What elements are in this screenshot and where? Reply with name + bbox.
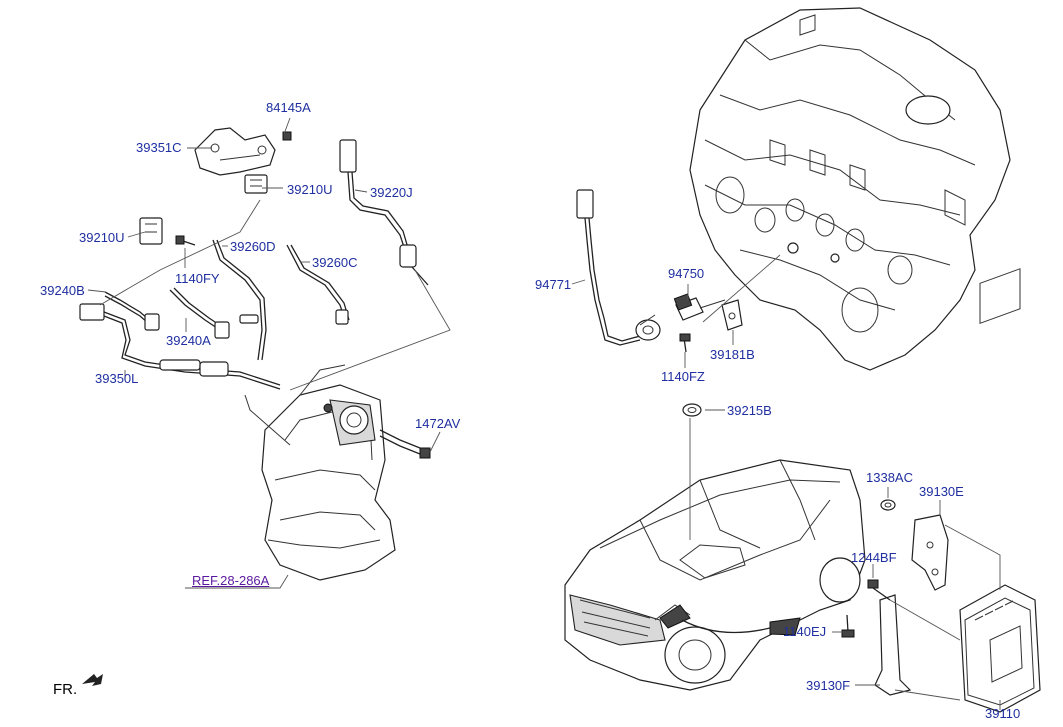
label-1472AV[interactable]: 1472AV — [415, 416, 461, 431]
label-39210U-left[interactable]: 39210U — [79, 230, 125, 245]
label-1140EJ[interactable]: 1140EJ — [783, 624, 827, 639]
label-1140FY[interactable]: 1140FY — [175, 271, 220, 286]
label-39260D[interactable]: 39260D — [230, 239, 276, 254]
label-39220J[interactable]: 39220J — [370, 185, 413, 200]
label-39240B[interactable]: 39240B — [40, 283, 85, 298]
harness-39240A — [169, 287, 230, 339]
label-39130E[interactable]: 39130E — [919, 484, 964, 499]
connector-39210U-left — [139, 217, 163, 245]
ecu-bracket-39130E — [911, 514, 949, 591]
oil-pressure-switch — [673, 293, 726, 321]
label-1244BF[interactable]: 1244BF — [851, 550, 897, 565]
label-39351C[interactable]: 39351C — [136, 140, 182, 155]
label-39215B[interactable]: 39215B — [727, 403, 772, 418]
harness-39240B — [104, 291, 160, 331]
label-39240A[interactable]: 39240A — [166, 333, 211, 348]
label-ref-28-286A[interactable]: REF.28-286A — [192, 573, 270, 588]
connector-39210U-top — [244, 174, 268, 194]
label-1338AC[interactable]: 1338AC — [866, 470, 913, 485]
ecu-unit — [959, 268, 1041, 713]
ecu-bracket-39130F — [874, 594, 912, 696]
front-direction-arrow-icon — [82, 674, 103, 686]
knock-sensor-harness — [576, 189, 661, 346]
oxygen-sensor-bracket-39351C — [194, 127, 276, 176]
harness-39260C — [286, 244, 350, 325]
sensor-39220J — [339, 139, 429, 286]
label-39130F[interactable]: 39130F — [806, 678, 851, 693]
knock-bracket-39181B — [721, 299, 743, 331]
label-39210U-top[interactable]: 39210U — [287, 182, 333, 197]
exhaust-pipe-1472AV — [379, 429, 431, 459]
label-39181B[interactable]: 39181B — [710, 347, 755, 362]
bolt-1244BF — [867, 579, 891, 601]
engine-block — [689, 7, 1011, 371]
bolt-1140FY — [175, 235, 196, 246]
bolt-84145A — [282, 131, 292, 141]
sensor-39350L — [79, 303, 281, 390]
label-39350L[interactable]: 39350L — [95, 371, 139, 386]
bolt-1140EJ — [841, 614, 855, 638]
label-39260C[interactable]: 39260C — [312, 255, 358, 270]
label-39110[interactable]: 39110 — [985, 706, 1021, 721]
label-94771[interactable]: 94771 — [535, 277, 572, 292]
nut-1338AC — [880, 499, 896, 511]
grommet-39215B — [682, 403, 702, 417]
label-84145A[interactable]: 84145A — [266, 100, 311, 115]
label-94750[interactable]: 94750 — [668, 266, 705, 281]
bolt-1140FZ — [679, 333, 691, 353]
front-direction-label: FR. — [53, 681, 78, 698]
harness-39260D — [212, 239, 267, 361]
vehicle-illustration — [564, 459, 866, 691]
catalytic-converter — [244, 364, 396, 581]
label-1140FZ[interactable]: 1140FZ — [661, 369, 705, 384]
